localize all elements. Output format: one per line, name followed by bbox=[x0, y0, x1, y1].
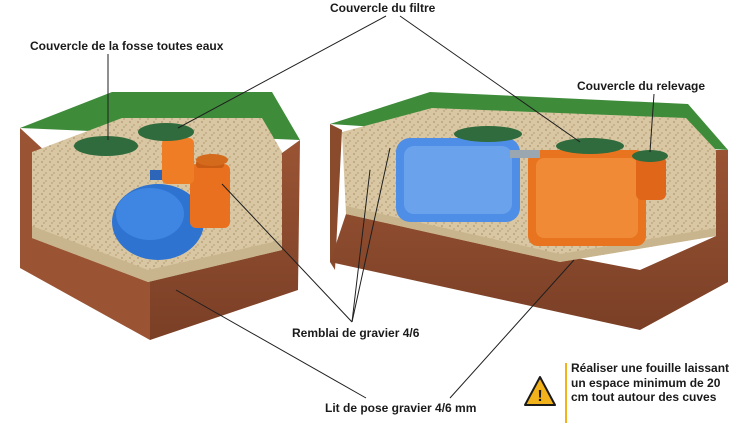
warning-separator bbox=[565, 363, 567, 423]
right-fosse-tank bbox=[396, 138, 520, 222]
fosse-lid bbox=[74, 136, 138, 156]
warning-text: Réaliser une fouille laissant un espace … bbox=[571, 361, 730, 404]
left-gravel-bed bbox=[32, 226, 282, 282]
warning-exclamation: ! bbox=[537, 388, 542, 405]
warning-callout: ! Réaliser une fouille laissant un espac… bbox=[523, 361, 733, 427]
left-ground-block bbox=[20, 92, 300, 340]
label-couvercle-filtre: Couvercle du filtre bbox=[330, 1, 436, 15]
leader-relevage bbox=[649, 93, 655, 153]
warning-triangle-icon: ! bbox=[524, 376, 556, 406]
fosse-tank bbox=[112, 170, 204, 260]
label-couvercle-relevage: Couvercle du relevage bbox=[577, 79, 706, 93]
right-ground-block bbox=[330, 92, 728, 330]
right-soil-side bbox=[330, 124, 342, 270]
leader-lit-1 bbox=[175, 289, 367, 399]
label-remblai: Remblai de gravier 4/6 bbox=[292, 326, 420, 340]
right-gravel-bed bbox=[346, 206, 716, 262]
leader-remblai-3 bbox=[351, 147, 391, 323]
left-riser bbox=[196, 154, 228, 166]
leader-remblai-1 bbox=[221, 183, 353, 323]
label-couvercle-fosse: Couvercle de la fosse toutes eaux bbox=[30, 39, 224, 53]
right-filter-lid bbox=[556, 138, 624, 154]
left-filter-lid bbox=[138, 123, 194, 141]
leader-lit-2 bbox=[449, 259, 575, 399]
label-lit-de-pose: Lit de pose gravier 4/6 mm bbox=[325, 401, 477, 415]
right-fosse-lid bbox=[454, 126, 522, 142]
leader-remblai-2 bbox=[351, 169, 371, 323]
connecting-pipe bbox=[510, 150, 540, 158]
leader-lines bbox=[107, 15, 655, 399]
leader-filtre-left bbox=[177, 15, 387, 129]
leader-filtre-right bbox=[399, 15, 581, 143]
relevage-lid bbox=[632, 150, 668, 162]
right-filter-tank bbox=[528, 150, 666, 246]
right-soil-front bbox=[330, 150, 728, 330]
